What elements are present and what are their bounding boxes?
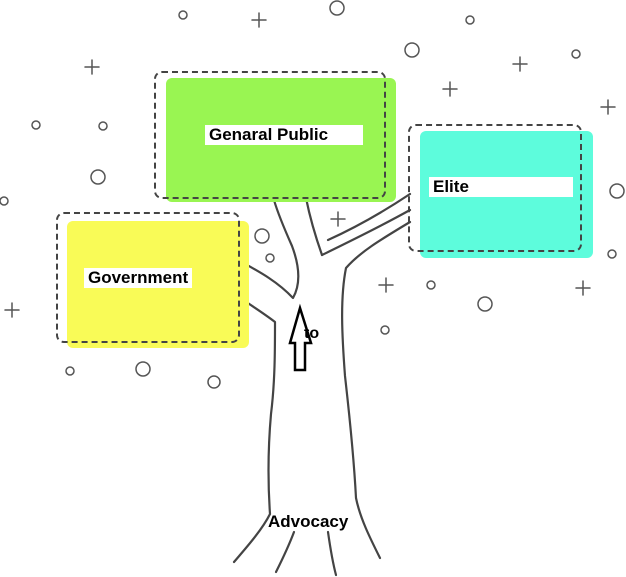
sparkle-circle [31,120,41,130]
node-elite-dashed-outline [408,124,582,252]
sparkle-cross [442,81,458,97]
up-arrow-icon [288,303,313,372]
sparkle-circle [265,253,275,263]
node-general-public-label: Genaral Public [205,125,363,145]
sparkle-circle [380,325,390,335]
sparkle-cross [4,302,20,318]
node-general-public-dashed-outline [154,71,386,199]
sparkle-circle [178,10,188,20]
sparkle-circle [90,169,106,185]
sparkle-circle [65,366,75,376]
sparkle-circle [477,296,493,312]
sparkle-cross [378,277,394,293]
sparkle-circle [404,42,420,58]
background-sparkles [0,0,625,389]
sparkle-circle [254,228,270,244]
trunk-label: Advocacy [268,512,349,531]
sparkle-circle [426,280,436,290]
sparkle-circle [207,375,221,389]
sparkle-circle [0,196,9,206]
sparkle-circle [135,361,151,377]
sparkle-circle [571,49,581,59]
sparkle-circle [98,121,108,131]
sparkle-circle [609,183,625,199]
node-government-dashed-outline [56,212,240,343]
sparkle-cross [600,99,616,115]
background-crosses [4,12,616,318]
sparkle-circle [329,0,345,16]
node-government-label: Government [84,268,193,288]
sparkle-circle [465,15,475,25]
sparkle-cross [330,211,346,227]
arrow-label: to [304,325,320,342]
sparkle-cross [512,56,528,72]
sparkle-cross [251,12,267,28]
tree-outline [232,192,412,577]
node-elite-label: Elite [429,177,573,197]
sparkle-cross [575,280,591,296]
sparkle-cross [84,59,100,75]
sparkle-circle [607,249,617,259]
